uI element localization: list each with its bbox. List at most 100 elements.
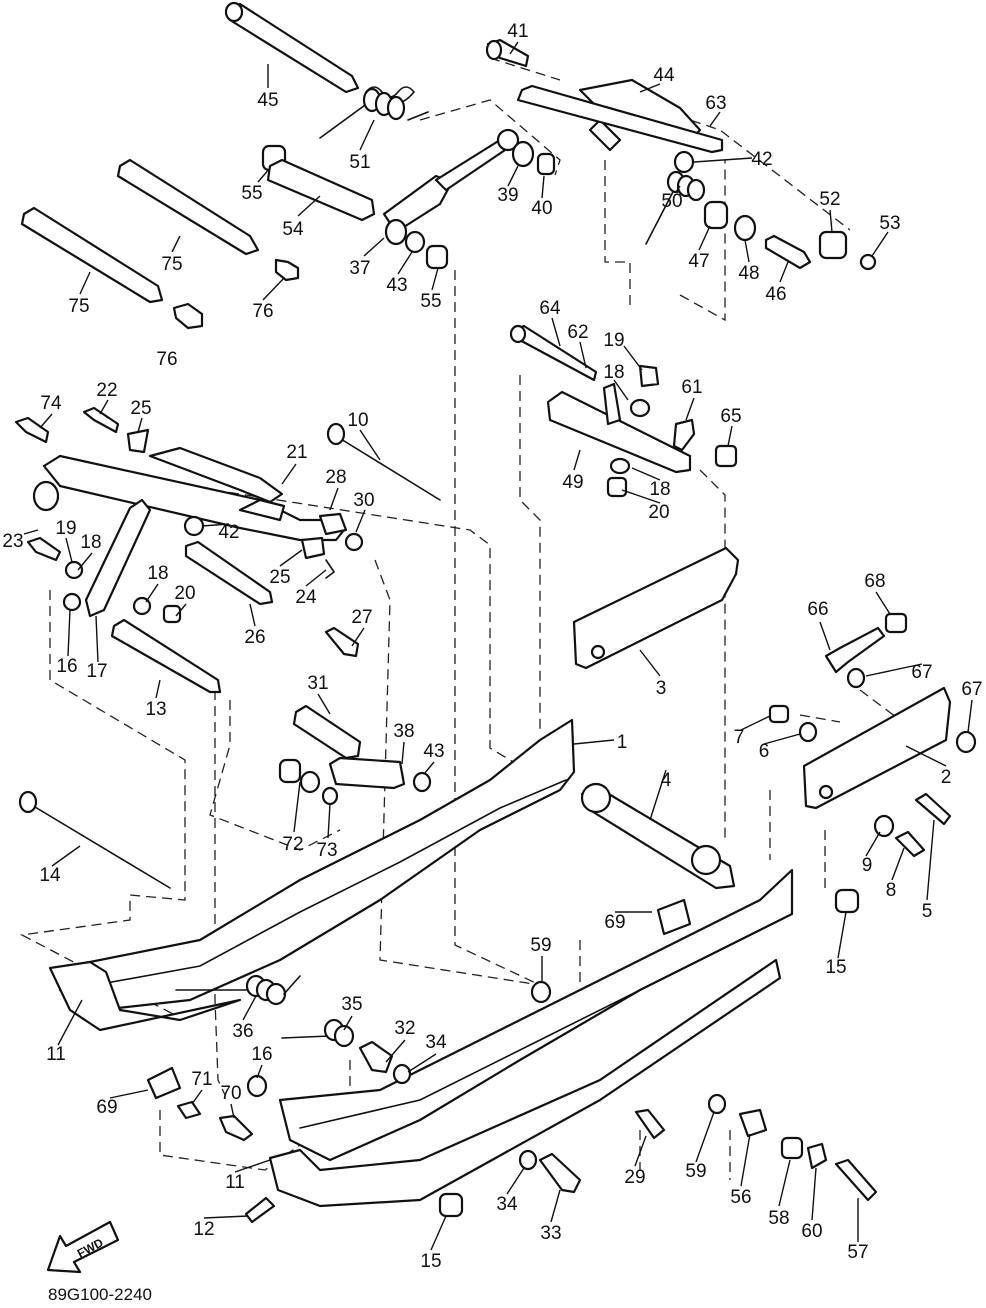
- callout-c41: 41: [507, 21, 528, 42]
- bushing-42a: [673, 150, 695, 174]
- callout-c24: 24: [295, 587, 317, 608]
- callout-c48: 48: [738, 263, 759, 284]
- bolt-76b: [172, 302, 204, 330]
- bolt-27: [324, 626, 360, 658]
- rod-10: [326, 422, 441, 501]
- callout-c30: 30: [353, 490, 374, 511]
- callout-c54: 54: [282, 219, 304, 240]
- callout-c23: 23: [2, 531, 23, 552]
- callout-c63: 63: [705, 93, 726, 114]
- collar-32: [358, 1040, 394, 1074]
- collar-38: [328, 756, 406, 790]
- shaft-54: [266, 158, 376, 222]
- callout-c59a: 59: [530, 935, 551, 956]
- shaft-63: [516, 84, 724, 154]
- callout-c4: 4: [661, 770, 672, 791]
- callout-c20a: 20: [648, 502, 669, 523]
- pin-71: [176, 1100, 202, 1120]
- washer-67a: [846, 667, 866, 689]
- bolt-29: [634, 1108, 666, 1140]
- callout-c55a: 55: [241, 183, 262, 204]
- callout-c18b: 18: [649, 479, 670, 500]
- bolt-22: [82, 406, 120, 434]
- callout-c39: 39: [497, 185, 518, 206]
- callout-c9: 9: [862, 855, 873, 876]
- callout-c13: 13: [145, 699, 166, 720]
- collar-55b: [425, 244, 449, 270]
- callout-c67a: 67: [911, 662, 932, 683]
- washer-59b: [707, 1093, 727, 1115]
- lever-61: [672, 418, 696, 452]
- callout-c57: 57: [847, 1242, 868, 1263]
- spring-51: [319, 86, 429, 139]
- collar-47: [703, 200, 729, 230]
- nut-53: [859, 253, 877, 271]
- callout-c65: 65: [720, 406, 741, 427]
- nut-7: [768, 704, 790, 724]
- callout-c19b: 19: [55, 518, 76, 539]
- bolt-76a: [274, 258, 300, 282]
- callout-c14: 14: [39, 865, 61, 886]
- spring-36: [175, 974, 301, 1006]
- callout-c10: 10: [347, 410, 368, 431]
- nut-65: [714, 444, 738, 468]
- bracket-25b: [300, 536, 326, 560]
- washer-6: [798, 721, 818, 743]
- washer-73: [321, 786, 339, 806]
- callout-c26: 26: [244, 627, 265, 648]
- callout-c38: 38: [393, 721, 414, 742]
- callout-c69b: 69: [96, 1097, 117, 1118]
- callout-c20b: 20: [174, 583, 195, 604]
- bolt-64: [509, 324, 598, 382]
- washer-9: [873, 814, 895, 838]
- bolt-46: [764, 234, 812, 270]
- callout-c15b: 15: [420, 1251, 441, 1272]
- callout-c25a: 25: [130, 398, 151, 419]
- washer-18b: [609, 457, 631, 475]
- washer-18c: [64, 560, 84, 580]
- callout-c51: 51: [349, 152, 370, 173]
- callout-c25b: 25: [269, 567, 290, 588]
- callout-c73: 73: [316, 840, 337, 861]
- callout-c70: 70: [220, 1083, 241, 1104]
- callout-c75a: 75: [161, 254, 182, 275]
- stopper-56: [738, 1108, 768, 1138]
- arm-17: [84, 498, 152, 618]
- bushing-39: [511, 140, 535, 168]
- collar-31: [292, 704, 362, 760]
- washer-43b: [412, 771, 432, 793]
- plate-3: [572, 546, 740, 670]
- callout-c42b: 42: [218, 522, 239, 543]
- callout-c64: 64: [539, 298, 561, 319]
- callout-c33: 33: [540, 1223, 561, 1244]
- callout-c60: 60: [801, 1221, 822, 1242]
- fwd-arrow-icon: FWD: [46, 1220, 120, 1274]
- callout-c34b: 34: [496, 1194, 518, 1215]
- bushing-23: [32, 480, 60, 512]
- callout-c34a: 34: [425, 1032, 447, 1053]
- spring-35: [281, 1018, 355, 1048]
- callout-c43a: 43: [386, 275, 407, 296]
- block-69a: [656, 898, 692, 936]
- collar-72: [278, 758, 302, 784]
- callout-c52: 52: [819, 189, 840, 210]
- block-69b: [146, 1066, 182, 1100]
- washer-43a: [404, 230, 426, 254]
- bushing-42b: [183, 515, 205, 537]
- shaft-13: [110, 618, 222, 694]
- bolt-5: [914, 792, 952, 826]
- bolt-20a: [606, 476, 628, 498]
- bolt-8: [894, 830, 926, 858]
- callout-c18a: 18: [603, 362, 624, 383]
- nut-67b: [955, 730, 977, 754]
- bolt-19a: [638, 364, 660, 388]
- callout-c28: 28: [325, 467, 346, 488]
- callout-c37: 37: [349, 258, 370, 279]
- bolt-41: [485, 38, 530, 68]
- callout-c19a: 19: [603, 330, 624, 351]
- washer-18a: [629, 398, 651, 418]
- washer-59a: [530, 980, 552, 1004]
- washer-30: [344, 532, 364, 552]
- callout-c55b: 55: [420, 291, 441, 312]
